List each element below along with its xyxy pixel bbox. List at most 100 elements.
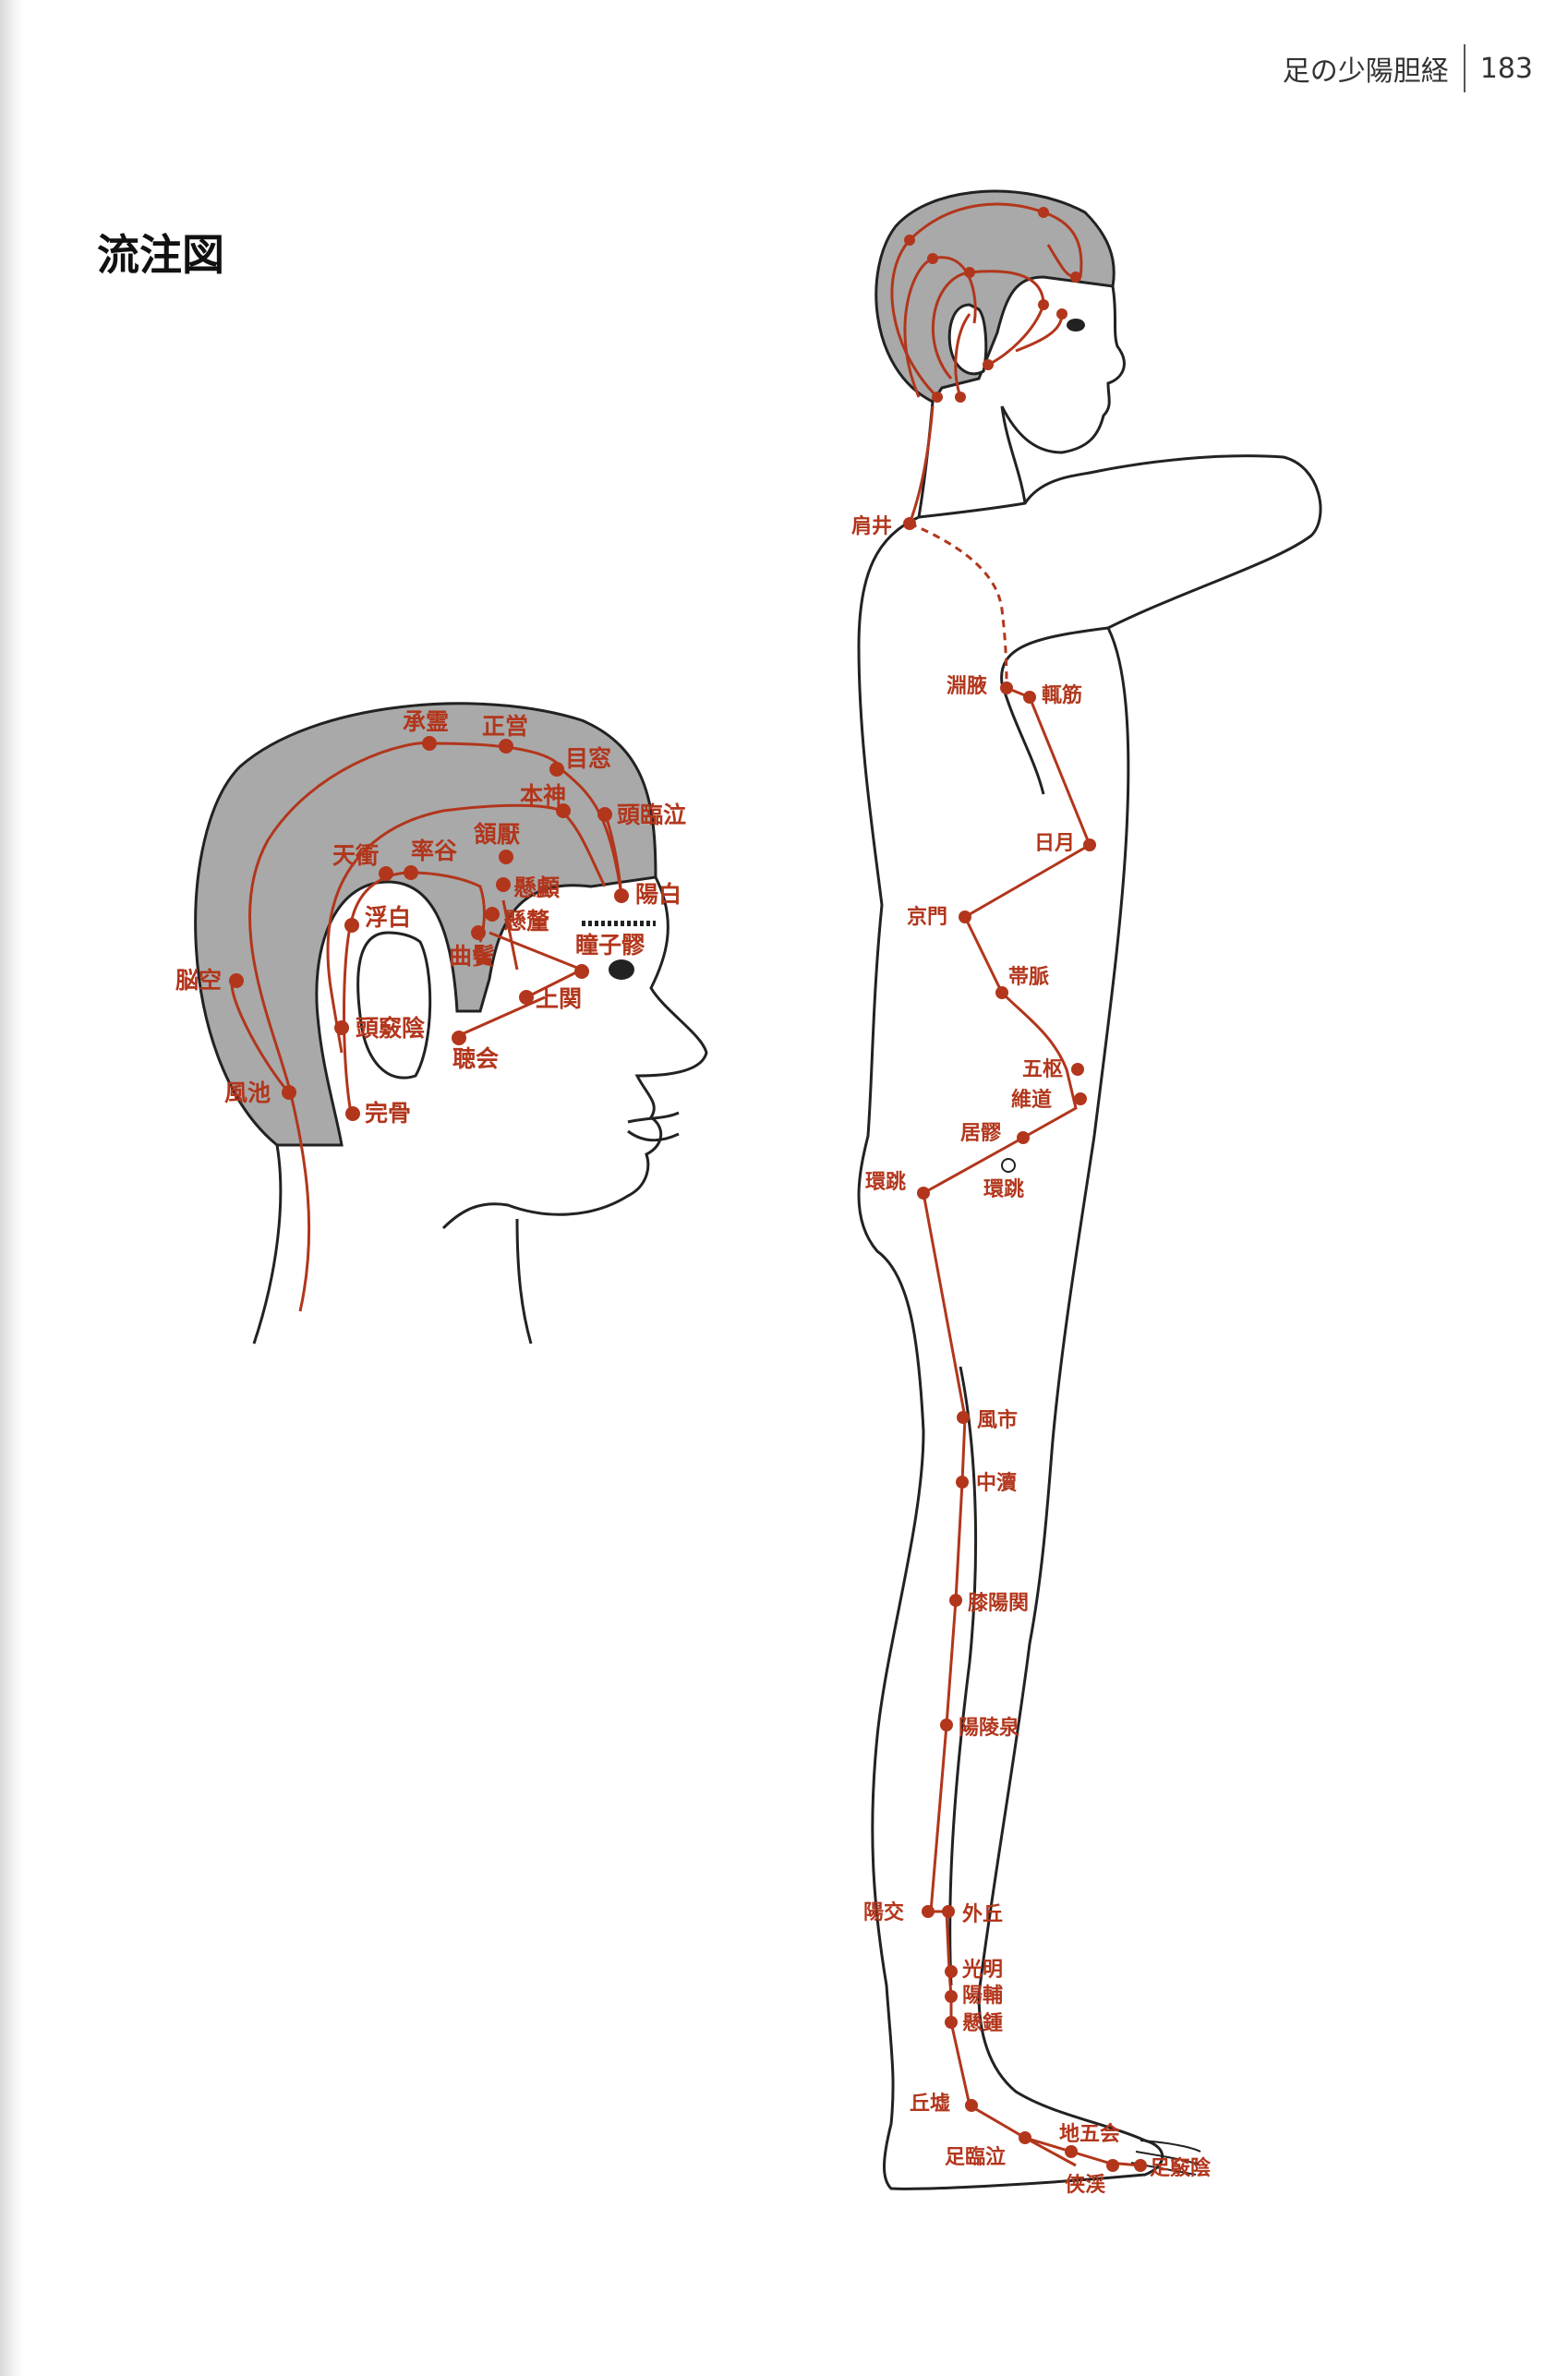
label-fengshi: 風市 <box>977 1408 1018 1432</box>
pt-yangbai <box>614 888 629 903</box>
head-neck-outline <box>252 1144 533 1345</box>
pt-xiaxi <box>1106 2159 1119 2172</box>
label-juliao: 居髎 <box>960 1122 1002 1145</box>
pt-xuanzhong <box>945 2016 958 2029</box>
pt-jingmen <box>959 911 971 923</box>
pt-tongziliao <box>574 964 589 979</box>
page-number: 183 <box>1479 52 1533 85</box>
head-mouth <box>627 1111 680 1142</box>
label-xiaxi: 侠渓 <box>1065 2173 1106 2197</box>
label-yanglingquan: 陽陵泉 <box>959 1716 1020 1740</box>
label-tinghui: 聴会 <box>452 1045 499 1072</box>
label-hanyan: 頷厭 <box>474 821 520 848</box>
label-yangjiao: 陽交 <box>863 1900 904 1924</box>
label-wushu: 五枢 <box>1022 1058 1063 1081</box>
label-yuanye: 淵腋 <box>947 674 987 698</box>
pt-huantiao-open <box>1001 1158 1016 1173</box>
label-muchuang: 目窓 <box>565 745 611 772</box>
pt-yangjiao <box>922 1905 935 1918</box>
label-zhengying: 正営 <box>482 713 528 740</box>
label-xuanzhong: 懸鍾 <box>962 2011 1003 2035</box>
label-tianchong: 天衝 <box>332 842 379 869</box>
label-guangming: 光明 <box>961 1959 1003 1982</box>
pt-tinghui <box>452 1031 466 1045</box>
head-ear <box>356 931 432 1079</box>
label-jingmen: 京門 <box>907 905 947 929</box>
pt-daimai <box>995 986 1008 999</box>
label-zhongdu: 中瀆 <box>976 1472 1017 1495</box>
label-waiqiu: 外丘 <box>962 1902 1003 1926</box>
pt-body-head-3 <box>1038 207 1049 218</box>
header-divider <box>1463 44 1465 92</box>
label-shuaigu: 率谷 <box>411 838 458 864</box>
label-wangu: 完骨 <box>365 1100 411 1127</box>
pt-zuqiaoyin <box>1134 2159 1147 2172</box>
label-qubin: 曲鬢 <box>449 943 495 970</box>
pt-benshen <box>556 803 571 818</box>
body-eye <box>1067 319 1085 332</box>
pt-body-head-9 <box>1056 308 1067 320</box>
pt-yuanye <box>1000 681 1013 694</box>
body-point-dots <box>903 207 1147 2172</box>
label-touqiaoyin: 頭竅陰 <box>356 1015 426 1042</box>
pt-shoulei <box>422 736 437 751</box>
label-xuanli: 懸顱 <box>513 874 560 901</box>
pt-hanyan <box>499 850 513 864</box>
pt-diwuhui <box>1065 2145 1078 2158</box>
head-eye <box>609 959 634 980</box>
pt-guangming <box>945 1965 958 1978</box>
pt-xuanlu <box>485 907 500 922</box>
book-spine-shadow <box>0 0 24 2376</box>
label-fubai: 浮白 <box>365 904 411 931</box>
pt-body-head-6 <box>1038 299 1049 310</box>
pt-zulinqi <box>1019 2131 1031 2144</box>
label-toulinqi: 頭臨泣 <box>617 802 686 828</box>
label-zhejin: 輒筋 <box>1042 683 1082 707</box>
label-yangbai: 陽白 <box>635 881 681 908</box>
pt-waiqiu <box>942 1905 955 1918</box>
label-xuanlu: 懸釐 <box>503 908 549 935</box>
pt-zhongdu <box>956 1476 969 1489</box>
pt-riyue <box>1083 838 1096 851</box>
pt-yanglingquan <box>940 1719 953 1731</box>
label-huantiao-2: 環跳 <box>983 1177 1024 1201</box>
head-hair-cap <box>194 702 657 1147</box>
body-ear <box>947 303 988 376</box>
label-naokong: 脳空 <box>175 967 222 994</box>
pt-wangu <box>345 1106 360 1121</box>
chapter-title: 足の少陽胆経 <box>1282 55 1449 88</box>
label-xiyangguan: 膝陽関 <box>968 1592 1029 1615</box>
pt-jianjing <box>903 517 916 530</box>
label-fengchi: 風池 <box>224 1079 271 1106</box>
body-face-outline <box>1000 285 1126 504</box>
pt-xiyangguan <box>949 1594 962 1607</box>
label-tongziliao: 瞳子髎 <box>575 932 645 959</box>
label-shoulei: 承霊 <box>403 708 449 735</box>
label-huantiao-1: 環跳 <box>865 1170 906 1194</box>
pt-fengshi <box>957 1411 970 1424</box>
label-diwuhui: 地五会 <box>1059 2122 1120 2146</box>
pt-body-head-7 <box>983 359 994 370</box>
pt-juliao <box>1017 1131 1030 1144</box>
pt-weidao <box>1074 1092 1087 1105</box>
label-riyue: 日月 <box>1034 832 1075 855</box>
pt-xuanli <box>496 877 511 892</box>
pt-fengchi <box>282 1085 296 1100</box>
pt-body-head-1 <box>932 392 943 403</box>
pt-shangguan <box>519 990 534 1005</box>
pt-body-head-10 <box>1070 271 1081 283</box>
pt-qubin <box>471 925 486 940</box>
body-arm-lower <box>1000 626 1109 795</box>
running-header: 足の少陽胆経 183 <box>1283 44 1533 92</box>
pt-toulinqi <box>597 807 612 822</box>
pt-wushu <box>1071 1063 1084 1076</box>
pt-body-head-2 <box>904 235 915 246</box>
label-weidao: 維道 <box>1011 1088 1052 1112</box>
pt-tianchong <box>379 866 393 881</box>
head-point-dots <box>229 736 629 1121</box>
body-hair-cap <box>874 189 1116 404</box>
body-leg-inner <box>948 1366 978 1986</box>
label-zulinqi: 足臨泣 <box>945 2145 1006 2169</box>
label-qiuxu: 丘墟 <box>910 2093 950 2116</box>
